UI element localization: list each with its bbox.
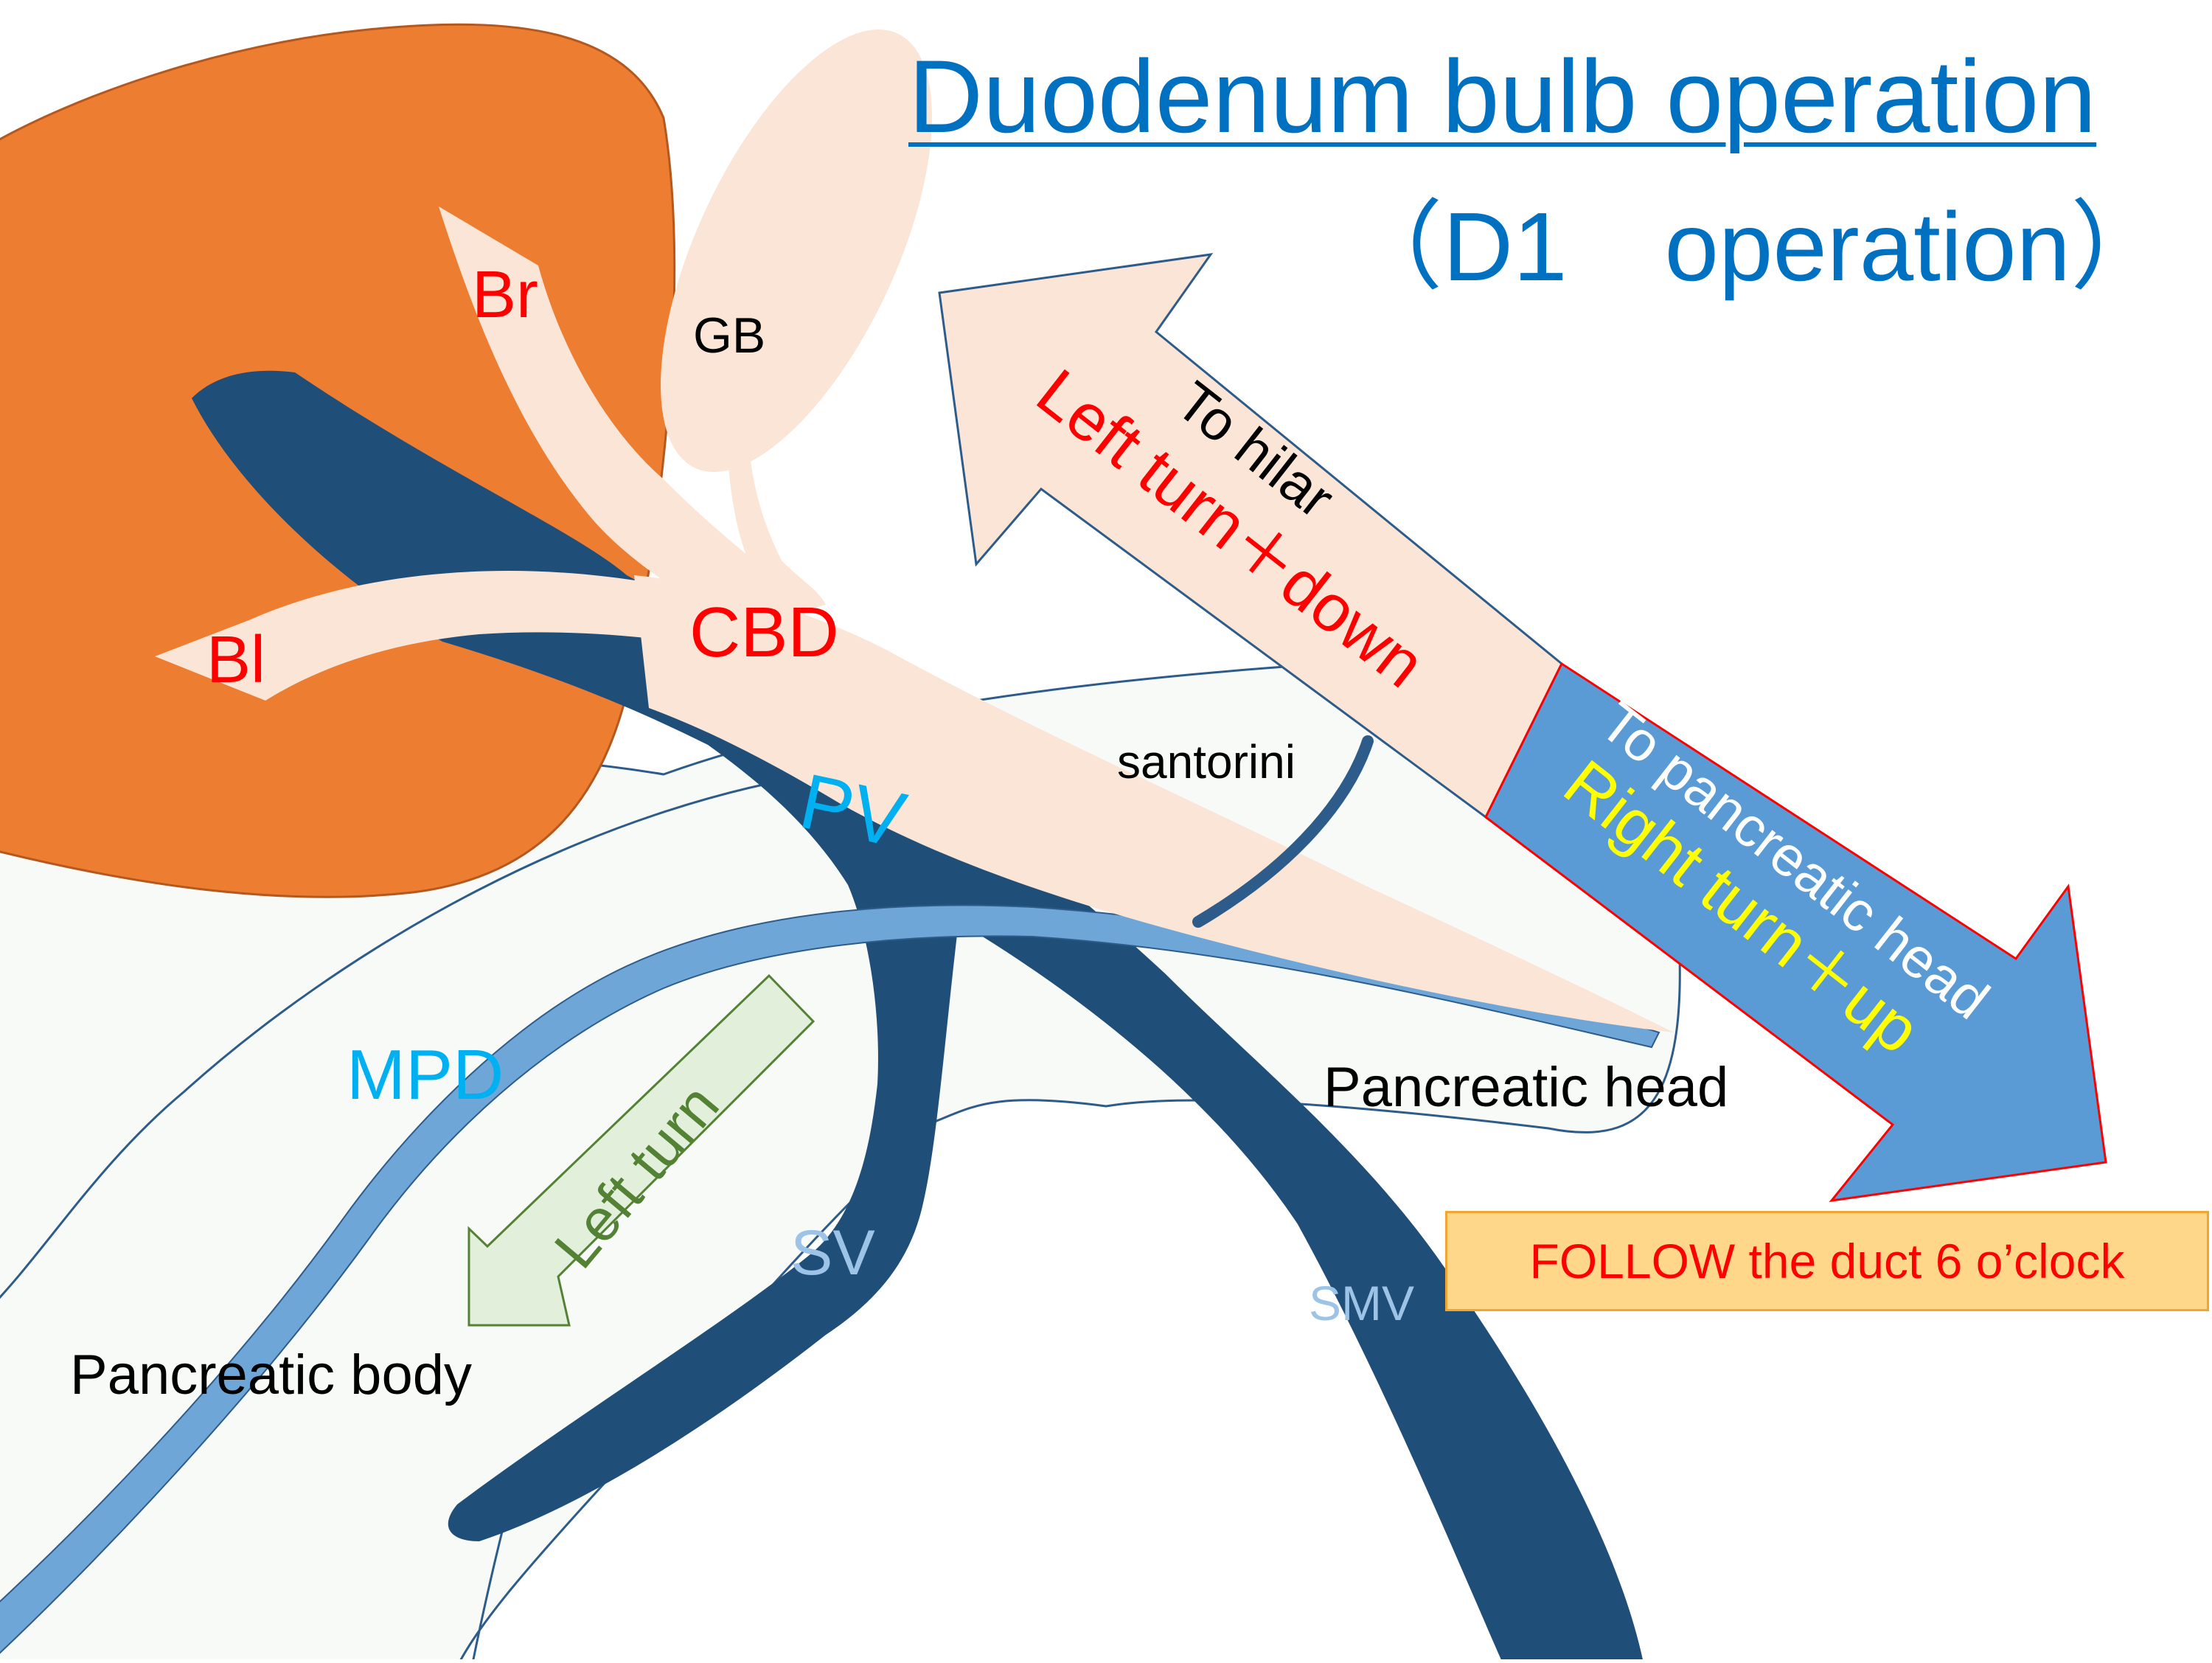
cbd-label: CBD	[689, 593, 839, 672]
santorini-duct	[1192, 735, 1374, 928]
santorini-label: santorini	[1117, 735, 1295, 788]
mpd-label: MPD	[347, 1035, 504, 1114]
title-line1: Duodenum bulb operation	[908, 38, 2097, 154]
pancreatic-head-label: Pancreatic head	[1324, 1056, 1728, 1119]
portal-vein-shape	[192, 370, 1644, 1663]
bile-duct-right	[439, 206, 811, 649]
sv-label: SV	[790, 1218, 875, 1288]
note-box: FOLLOW the duct 6 o’clock	[1445, 1211, 2209, 1311]
pancreatic-body-label: Pancreatic body	[70, 1344, 472, 1406]
common-bile-duct	[634, 575, 1674, 1032]
br-label: Br	[472, 258, 538, 332]
gb-label: GB	[693, 308, 765, 364]
note-text: FOLLOW the duct 6 o’clock	[1529, 1234, 2125, 1288]
cystic-duct	[726, 442, 826, 612]
smv-label: SMV	[1309, 1276, 1414, 1330]
bile-duct-left	[155, 571, 789, 701]
arrow-left-turn	[467, 973, 815, 1327]
main-pancreatic-duct	[0, 904, 1660, 1654]
gallbladder-shape	[661, 29, 932, 473]
pancreas-body-contour	[0, 765, 871, 1299]
title-line2: （D1 operation）	[1345, 192, 2168, 301]
pv-label: PV	[793, 757, 913, 864]
arrow-to-pancreatic-head	[1484, 662, 2107, 1203]
bl-label: Bl	[206, 623, 265, 697]
